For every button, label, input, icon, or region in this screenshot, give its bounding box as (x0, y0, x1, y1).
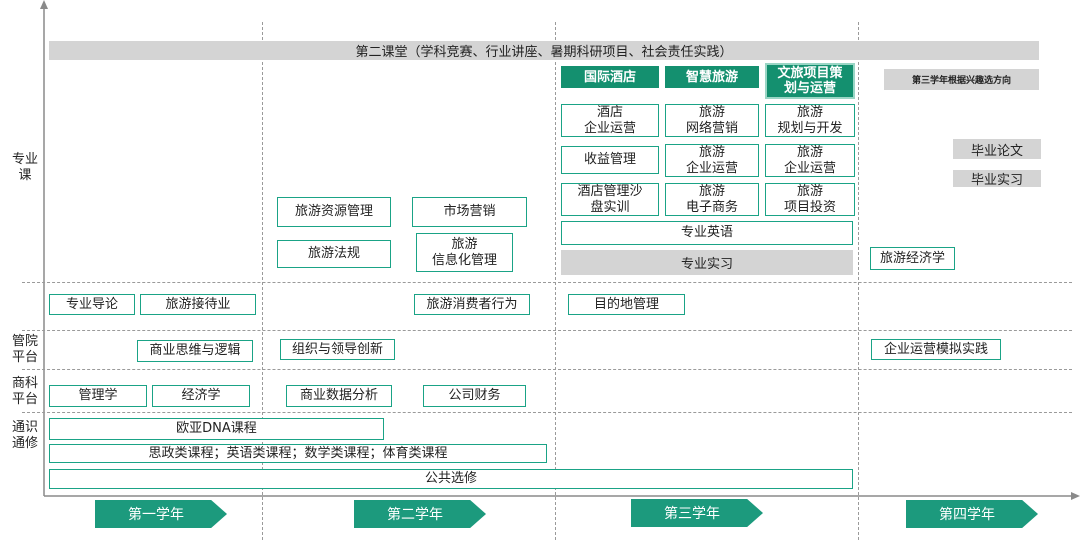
x-axis-arrow-icon (1071, 492, 1080, 500)
row-divider-1 (22, 282, 1072, 283)
course-tourism-enterprise-operation-culture: 旅游 企业运营 (765, 144, 855, 177)
course-tourism-consumer-behavior: 旅游消费者行为 (414, 294, 530, 315)
course-general-requirements: 思政类课程；英语类课程；数学类课程；体育类课程 (49, 444, 547, 463)
course-tourism-resource-management: 旅游资源管理 (277, 197, 391, 227)
course-destination-management: 目的地管理 (568, 294, 685, 315)
course-hotel-operation: 酒店 企业运营 (561, 104, 659, 137)
track-international-hotel: 国际酒店 (561, 66, 659, 88)
row-divider-2 (22, 330, 1072, 331)
course-corporate-finance: 公司财务 (423, 385, 526, 407)
year-divider-3 (858, 22, 859, 540)
course-tourism-economics: 旅游经济学 (870, 247, 955, 270)
year-label-4: 第四学年 (906, 500, 1038, 528)
course-revenue-management: 收益管理 (561, 146, 659, 174)
row-label-mgmt-platform: 管院 平台 (11, 334, 38, 365)
course-hotel-sandbox: 酒店管理沙 盘实训 (561, 183, 659, 216)
course-professional-english: 专业英语 (561, 221, 853, 245)
course-tourism-online-marketing: 旅游 网络营销 (665, 104, 759, 137)
course-management: 管理学 (49, 385, 147, 407)
second-classroom-banner: 第二课堂（学科竞赛、行业讲座、暑期科研项目、社会责任实践） (49, 41, 1039, 60)
year-label-2: 第二学年 (354, 500, 486, 528)
row-divider-3 (22, 369, 1072, 370)
course-organization-leadership: 组织与领导创新 (280, 339, 395, 360)
year-label-1: 第一学年 (95, 500, 227, 528)
course-graduation-thesis: 毕业论文 (953, 139, 1041, 159)
course-enterprise-simulation: 企业运营模拟实践 (871, 339, 1001, 360)
course-graduation-internship: 毕业实习 (953, 170, 1041, 188)
year4-direction-note: 第三学年根据兴趣选方向 (884, 69, 1039, 90)
row-label-general: 通识 通修 (11, 420, 38, 451)
track-smart-tourism: 智慧旅游 (665, 66, 759, 88)
year-label-3: 第三学年 (631, 499, 763, 527)
course-tourism-enterprise-operation-smart: 旅游 企业运营 (665, 144, 759, 177)
course-major-introduction: 专业导论 (49, 294, 135, 315)
course-marketing: 市场营销 (412, 197, 527, 227)
course-eurasia-dna: 欧亚DNA课程 (49, 418, 384, 440)
course-tourism-information-management: 旅游 信息化管理 (416, 233, 513, 272)
course-professional-internship: 专业实习 (561, 250, 853, 275)
course-tourism-project-investment: 旅游 项目投资 (765, 183, 855, 216)
course-tourism-ecommerce: 旅游 电子商务 (665, 183, 759, 216)
row-label-biz-platform: 商科 平台 (11, 376, 38, 407)
course-public-electives: 公共选修 (49, 469, 853, 489)
course-tourism-planning-development: 旅游 规划与开发 (765, 104, 855, 137)
row-label-professional: 专业 课 (11, 152, 38, 183)
year-divider-1 (262, 22, 263, 540)
course-tourism-hospitality: 旅游接待业 (140, 294, 256, 315)
year-divider-2 (555, 22, 556, 540)
course-business-thinking-logic: 商业思维与逻辑 (137, 340, 253, 362)
course-business-data-analysis: 商业数据分析 (286, 385, 392, 407)
course-tourism-law: 旅游法规 (277, 240, 391, 268)
track-culture-tourism-planning: 文旅项目策 划与运营 (765, 63, 855, 99)
row-divider-4 (22, 412, 1072, 413)
y-axis-arrow-icon (40, 0, 48, 9)
course-economics: 经济学 (152, 385, 250, 407)
